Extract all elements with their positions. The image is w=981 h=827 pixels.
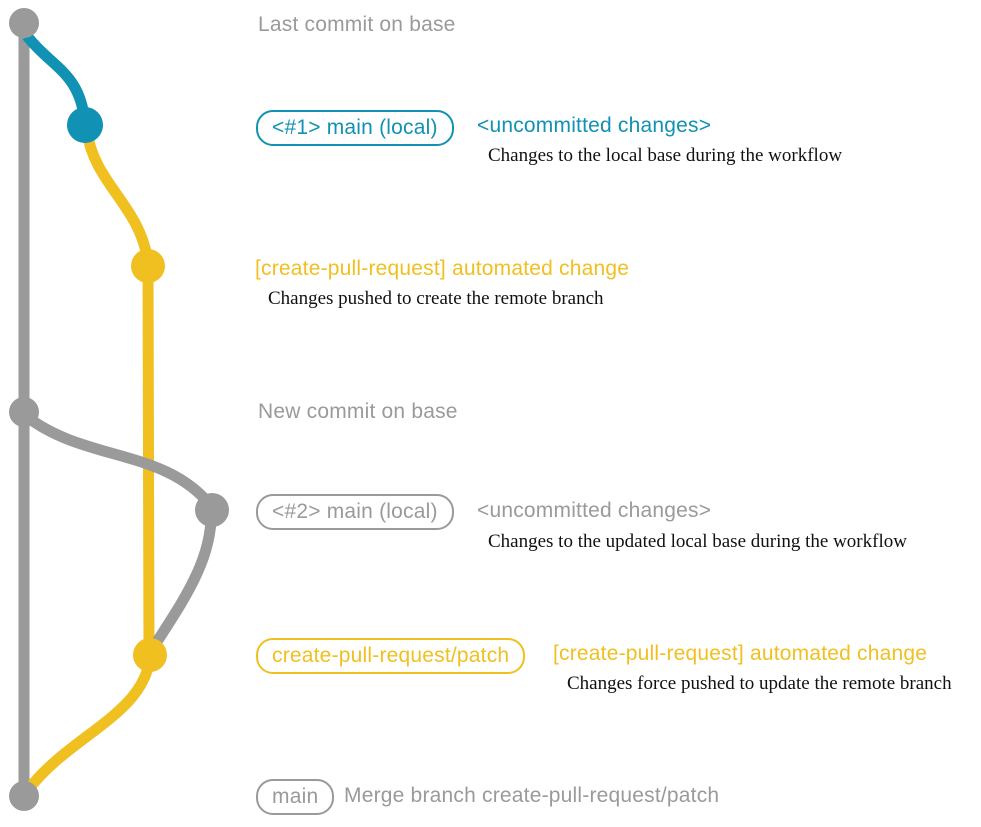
commit-message-automated-change-2: [create-pull-request] automated change [553,642,928,665]
patch-branch-curve-top [81,131,154,263]
description-uncommitted-1: Changes to the local base during the wor… [488,145,843,166]
branch-badge-main: main [256,779,335,815]
label-last-commit-on-base: Last commit on base [258,13,456,36]
commit-message-uncommitted-1: <uncommitted changes> [477,114,712,137]
force-push-curve [148,507,217,651]
branch-badge-main-local-1: <#1> main (local) [256,110,454,146]
rebase-curve [22,411,216,510]
commit-node-patch-2 [133,638,167,672]
git-graph [9,8,229,811]
commit-node-new-base [9,397,39,427]
commit-node-local-main-2 [195,493,229,527]
commit-message-automated-change-1: [create-pull-request] automated change [255,257,630,280]
commit-message-merge: Merge branch create-pull-request/patch [344,784,720,807]
commit-node-merge [9,781,39,811]
commit-node-local-main-1 [67,107,103,143]
merge-curve [23,657,156,794]
branch-badge-patch: create-pull-request/patch [256,638,526,674]
commit-node-last-base [9,8,39,38]
description-automated-change-2: Changes force pushed to update the remot… [567,673,952,694]
description-automated-change-1: Changes pushed to create the remote bran… [268,288,604,309]
label-new-commit-on-base: New commit on base [258,400,458,423]
branch-badge-main-local-2: <#2> main (local) [256,494,454,530]
commit-node-patch-1 [131,249,165,283]
commit-message-uncommitted-2: <uncommitted changes> [477,499,712,522]
description-uncommitted-2: Changes to the updated local base during… [488,531,907,552]
